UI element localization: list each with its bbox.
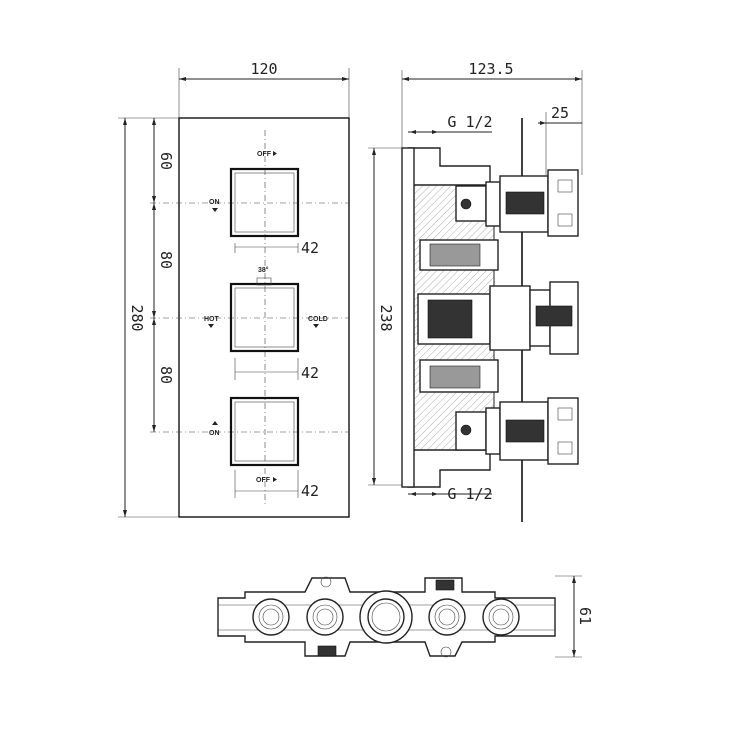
cap-dim-label: 25 xyxy=(551,104,569,122)
inlet-top-label: G 1/2 xyxy=(447,113,492,131)
off-top-label: OFF xyxy=(257,151,272,158)
cap-dimension: 25 xyxy=(538,104,582,175)
bottom-ports xyxy=(252,590,520,644)
top-offset-dim-label: 60 xyxy=(157,152,175,170)
cartridge-bottom xyxy=(455,397,579,465)
side-height-label: 238 xyxy=(377,304,395,331)
width-dimension: 120 xyxy=(178,60,350,118)
bottom-depth-dimension: 61 xyxy=(555,575,594,658)
knob-bottom: ON OFF 42 xyxy=(209,396,319,500)
bottom-view: 61 xyxy=(217,575,594,658)
depth-dim-label: 123.5 xyxy=(468,60,513,78)
knob-dim-3-label: 42 xyxy=(301,482,319,500)
knob-top: 42 OFF ON xyxy=(209,151,319,257)
spacing-dimensions: 60 80 80 xyxy=(152,118,175,432)
height-dim-label: 280 xyxy=(128,304,146,331)
knob-middle: 38° HOT COLD 42 xyxy=(204,266,328,382)
height-dimension: 280 xyxy=(118,117,179,518)
inlet-top-dimension: G 1/2 xyxy=(408,113,493,134)
spacing-dim-1-label: 80 xyxy=(157,251,175,269)
hot-label: HOT xyxy=(204,316,220,323)
side-view: 123.5 25 G 1/2 238 xyxy=(368,60,583,522)
side-height-dimension: 238 xyxy=(368,147,408,486)
knob-dim-2-label: 42 xyxy=(301,364,319,382)
cartridge-middle xyxy=(417,239,579,393)
front-view: 120 280 60 80 80 xyxy=(118,60,350,518)
cartridge-top xyxy=(455,169,579,237)
on-top-label: ON xyxy=(209,199,220,206)
angle-label: 38° xyxy=(258,266,269,274)
knob-dim-1-label: 42 xyxy=(301,239,319,257)
cold-label: COLD xyxy=(308,316,328,323)
on-bottom-label: ON xyxy=(209,430,220,437)
front-plate xyxy=(178,117,350,518)
width-dim-label: 120 xyxy=(250,60,277,78)
inlet-bottom-label: G 1/2 xyxy=(447,485,492,503)
spacing-dim-2-label: 80 xyxy=(157,366,175,384)
inlet-bottom-dimension: G 1/2 xyxy=(408,485,493,503)
off-bottom-label: OFF xyxy=(256,477,271,484)
bottom-depth-label: 61 xyxy=(576,607,594,625)
